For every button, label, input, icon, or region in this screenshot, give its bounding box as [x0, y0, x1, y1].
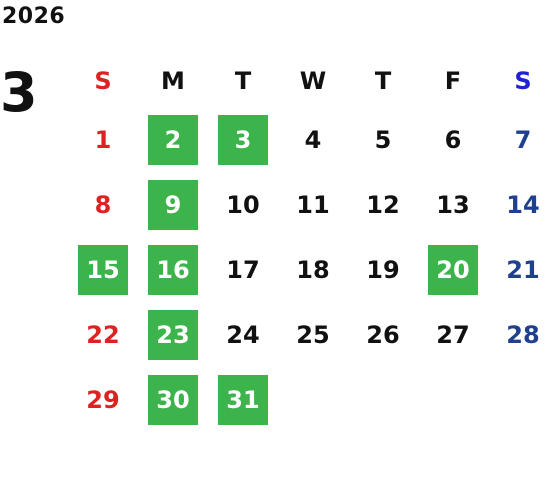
calendar-month: 3: [0, 61, 38, 124]
calendar-day-number: 7: [514, 125, 532, 154]
calendar-day-number: 13: [436, 190, 470, 219]
calendar-day-number: 3: [218, 114, 268, 165]
calendar-day-number: 30: [148, 374, 198, 425]
calendar-day[interactable]: 4: [278, 107, 348, 172]
calendar-day-number: 17: [226, 255, 260, 284]
calendar-day[interactable]: 12: [348, 172, 418, 237]
calendar-day[interactable]: 26: [348, 302, 418, 367]
weekday-header-thu: T: [374, 67, 392, 95]
calendar-day[interactable]: 18: [278, 237, 348, 302]
calendar-day-number: 4: [304, 125, 322, 154]
calendar-day-number: 5: [374, 125, 392, 154]
calendar-day-number: 21: [506, 255, 540, 284]
calendar-day[interactable]: 8: [68, 172, 138, 237]
calendar-day[interactable]: 16: [138, 237, 208, 302]
weekday-header-sat: S: [514, 67, 532, 95]
calendar-day[interactable]: 21: [488, 237, 548, 302]
calendar-day[interactable]: 25: [278, 302, 348, 367]
calendar-day[interactable]: 19: [348, 237, 418, 302]
calendar-day[interactable]: 15: [68, 237, 138, 302]
calendar-day[interactable]: 2: [138, 107, 208, 172]
calendar-day-number: 15: [78, 244, 128, 295]
calendar-day-number: 16: [148, 244, 198, 295]
calendar-day[interactable]: 10: [208, 172, 278, 237]
weekday-header-fri: F: [444, 67, 462, 95]
calendar-day-number: 19: [366, 255, 400, 284]
calendar-day[interactable]: 22: [68, 302, 138, 367]
calendar-day[interactable]: 28: [488, 302, 548, 367]
calendar-day-number: 6: [444, 125, 462, 154]
calendar-day[interactable]: 27: [418, 302, 488, 367]
calendar-day[interactable]: 29: [68, 367, 138, 432]
calendar-day-number: 29: [86, 385, 120, 414]
calendar-day[interactable]: 17: [208, 237, 278, 302]
weekday-header-sun: S: [94, 67, 112, 95]
calendar-day[interactable]: 3: [208, 107, 278, 172]
calendar-day[interactable]: 7: [488, 107, 548, 172]
calendar-day-number: 25: [296, 320, 330, 349]
calendar-day-number: 1: [94, 125, 112, 154]
calendar-day[interactable]: 9: [138, 172, 208, 237]
calendar-year: 2026: [2, 4, 66, 29]
calendar-day-number: 9: [148, 179, 198, 230]
calendar-day[interactable]: 11: [278, 172, 348, 237]
calendar-day-number: 14: [506, 190, 540, 219]
calendar-day-number: 24: [226, 320, 260, 349]
calendar-day[interactable]: 5: [348, 107, 418, 172]
calendar-day-number: 8: [94, 190, 112, 219]
calendar-day[interactable]: 24: [208, 302, 278, 367]
calendar-day-number: 31: [218, 374, 268, 425]
calendar-day[interactable]: 6: [418, 107, 488, 172]
calendar-day-number: 28: [506, 320, 540, 349]
calendar-day-number: 10: [226, 190, 260, 219]
calendar-day-number: 18: [296, 255, 330, 284]
calendar-day[interactable]: 13: [418, 172, 488, 237]
calendar-day[interactable]: 31: [208, 367, 278, 432]
calendar-day[interactable]: 23: [138, 302, 208, 367]
calendar-day-number: 11: [296, 190, 330, 219]
calendar-day-number: 26: [366, 320, 400, 349]
calendar-day-number: 2: [148, 114, 198, 165]
calendar-day-number: 12: [366, 190, 400, 219]
calendar-day[interactable]: 30: [138, 367, 208, 432]
calendar-day[interactable]: 1: [68, 107, 138, 172]
weekday-header-mon: M: [161, 67, 185, 95]
weekday-header-tue: T: [234, 67, 252, 95]
calendar-day-number: 23: [148, 309, 198, 360]
weekday-header-wed: W: [299, 67, 327, 95]
calendar-day-number: 27: [436, 320, 470, 349]
calendar-day-number: 22: [86, 320, 120, 349]
calendar-day-number: 20: [428, 244, 478, 295]
calendar-day[interactable]: 14: [488, 172, 548, 237]
calendar-day[interactable]: 20: [418, 237, 488, 302]
